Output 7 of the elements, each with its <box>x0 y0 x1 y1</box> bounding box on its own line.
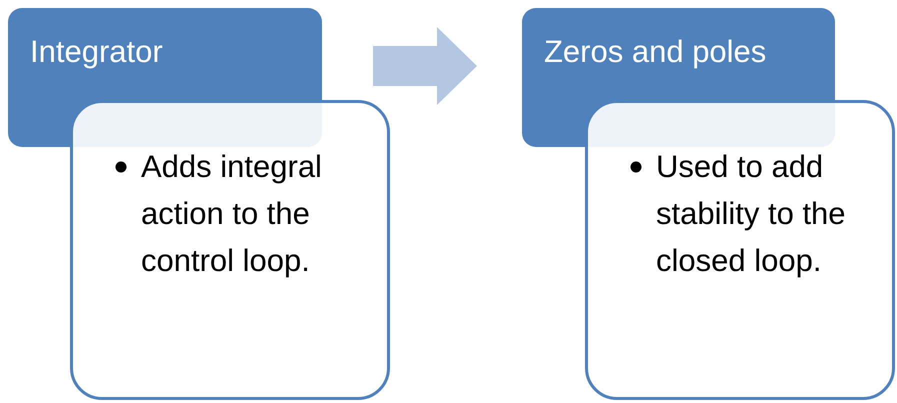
content-card <box>70 100 390 400</box>
bullet-text: Used to add stability to the closed loop. <box>656 149 846 278</box>
header-text: Integrator <box>30 34 163 69</box>
header-text: Zeros and poles <box>544 34 766 69</box>
content-card <box>585 100 895 400</box>
bullet-text: Adds integral action to the control loop. <box>141 149 322 278</box>
block-arrow <box>373 27 477 105</box>
